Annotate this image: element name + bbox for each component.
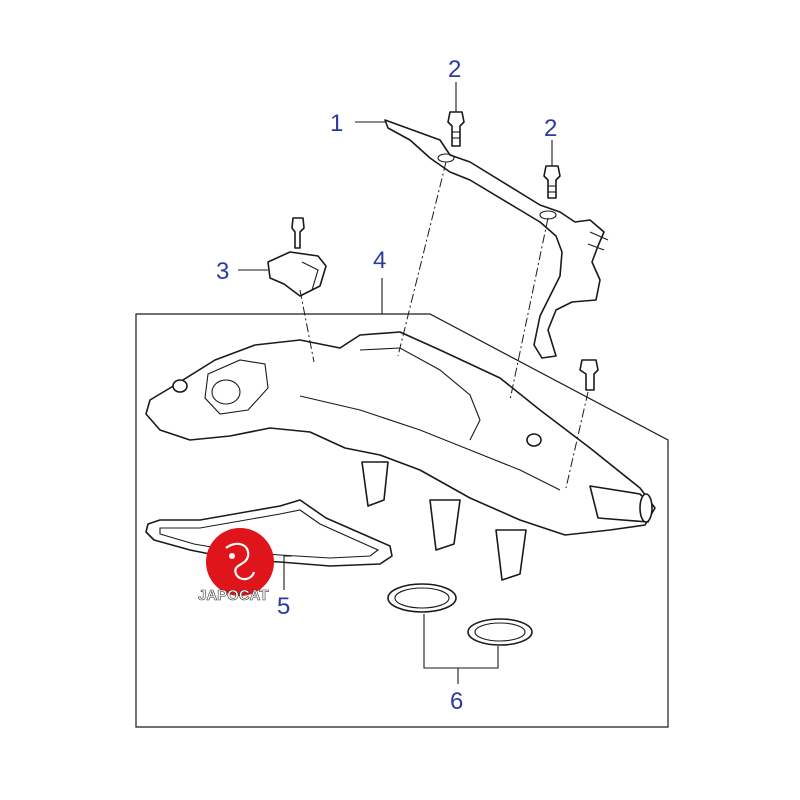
seal-ring-part-a	[387, 583, 457, 613]
sensor-part	[267, 217, 327, 297]
intake-manifold-part	[145, 331, 656, 581]
watermark-logo: JAPOCAT	[198, 528, 274, 604]
callout-6: 6	[450, 688, 463, 715]
leader-lines	[238, 82, 553, 684]
assembly-frame	[135, 313, 669, 728]
callout-1: 1	[330, 110, 343, 137]
bracket-part	[384, 119, 609, 359]
callout-3: 3	[216, 258, 229, 285]
callout-4: 4	[373, 247, 386, 274]
bolt-part-b	[543, 165, 561, 199]
alignment-lines	[299, 161, 589, 489]
watermark-text: JAPOCAT	[198, 587, 269, 604]
seal-ring-part-b	[467, 618, 533, 646]
callout-2-lower: 2	[544, 115, 557, 142]
callout-5: 5	[277, 593, 290, 620]
callout-2-upper: 2	[448, 56, 461, 83]
gasket-part	[145, 499, 393, 567]
manifold-bolt-part	[579, 359, 599, 391]
bolt-part-a	[447, 111, 465, 147]
